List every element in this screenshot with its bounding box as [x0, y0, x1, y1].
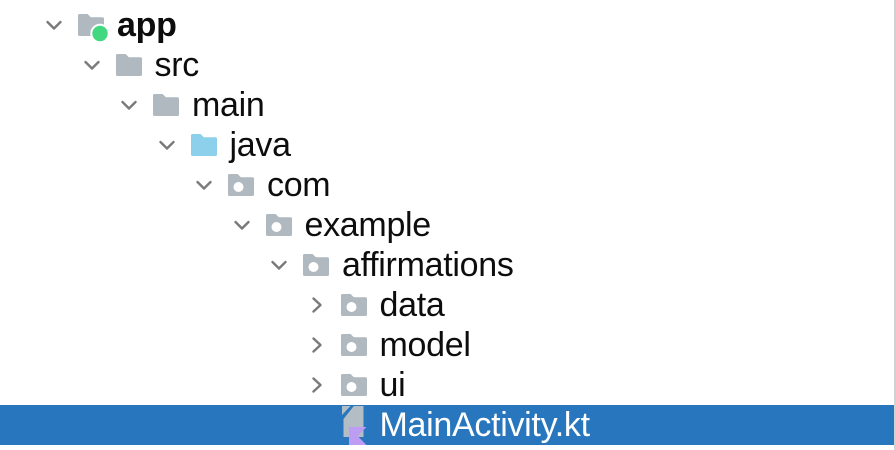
tree-item-label: com: [267, 166, 331, 204]
tree-row-data[interactable]: data: [0, 285, 894, 325]
chevron-down-icon[interactable]: [82, 59, 102, 72]
package-icon: [302, 253, 330, 277]
tree-row-affirmations[interactable]: affirmations: [0, 245, 894, 285]
tree-item-label: model: [379, 326, 471, 364]
tree-row-java[interactable]: java: [0, 125, 894, 165]
tree-row-mainactivity-kt[interactable]: MainActivity.kt: [0, 405, 894, 445]
tree-row-ui[interactable]: ui: [0, 365, 894, 405]
chevron-right-icon[interactable]: [307, 376, 327, 394]
folder-icon: [152, 93, 180, 117]
tree-item-label: src: [154, 46, 200, 84]
module-folder-icon: [77, 13, 110, 44]
chevron-down-icon[interactable]: [119, 99, 139, 112]
chevron-down-icon[interactable]: [44, 19, 64, 32]
chevron-down-icon[interactable]: [232, 219, 252, 232]
package-icon: [265, 213, 293, 237]
tree-row-src[interactable]: src: [0, 45, 894, 85]
chevron-down-icon[interactable]: [194, 179, 214, 192]
package-icon: [340, 333, 368, 357]
tree-row-example[interactable]: example: [0, 205, 894, 245]
tree-row-app[interactable]: app: [0, 5, 894, 45]
chevron-down-icon[interactable]: [269, 259, 289, 272]
tree-row-model[interactable]: model: [0, 325, 894, 365]
folder-icon: [115, 53, 143, 77]
tree-item-label: main: [192, 86, 265, 124]
tree-item-label: example: [304, 206, 432, 244]
tree-item-label: ui: [379, 366, 406, 404]
package-icon: [340, 293, 368, 317]
tree-item-label: app: [117, 6, 177, 44]
tree-item-label: java: [229, 126, 291, 164]
tree-row-com[interactable]: com: [0, 165, 894, 205]
package-icon: [227, 173, 255, 197]
tree-item-label: data: [379, 286, 445, 324]
source-folder-icon: [190, 133, 218, 157]
kotlin-file-icon: [340, 405, 368, 445]
tree-item-label: MainActivity.kt: [379, 406, 591, 444]
chevron-down-icon[interactable]: [157, 139, 177, 152]
tree-item-label: affirmations: [342, 246, 514, 284]
chevron-right-icon[interactable]: [307, 296, 327, 314]
package-icon: [340, 373, 368, 397]
tree-row-main[interactable]: main: [0, 85, 894, 125]
chevron-right-icon[interactable]: [307, 336, 327, 354]
